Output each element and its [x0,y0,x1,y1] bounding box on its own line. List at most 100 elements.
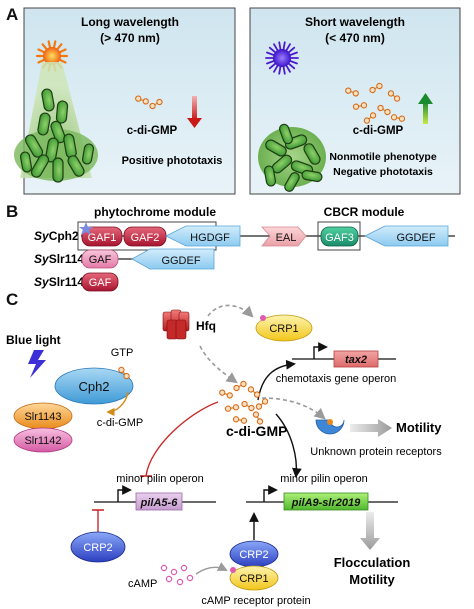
crp1-protein-top [255,314,313,342]
right-box-title: Short wavelength [305,15,405,29]
c-di-gmp-molecule-icon [149,98,163,110]
gaf1-label: GAF1 [88,232,117,244]
gtp-conversion-arrow [106,391,129,417]
c-di-gmp-molecule-icon [118,366,130,380]
hfq-to-crp1-arrow [207,304,254,318]
minor-pilin-left-label: minor pilin operon [116,473,203,485]
cph2-complex: Cph2 Slr1143 Slr1142 [13,367,134,453]
pila5-operon: pilA5-6 [94,485,216,511]
slr1142-protein [13,427,73,453]
c-di-gmp-to-receptor-arrow [261,397,326,420]
panel-a-right-box: Short wavelength (< 470 nm) c-di-GMP Non… [249,7,461,195]
decrease-arrow-icon [187,96,202,128]
c-di-gmp-molecule-icon [241,400,255,412]
left-caption: Positive phototaxis [122,155,223,167]
camp-dot-icon [260,315,266,321]
camp-dots-icon [160,564,194,586]
slr1143-label: Slr1143 [24,411,61,423]
crp1-top-label: CRP1 [269,323,298,335]
panel-a-left-box: Long wavelength (> 470 nm) c-di-GMP Posi… [14,7,236,195]
tax2-gene [333,350,379,368]
right-caption-line2: Negative phototaxis [333,166,433,178]
cph2-domain-row: SyCph2 GAF1 GAF2 HGDGF EAL GAF3 GGDEF [34,221,455,251]
slr1142-gaf-domain [81,272,119,292]
purple-sun-icon [265,41,299,75]
slr1143-ggdef-label: GGDEF [161,255,200,267]
c-di-gmp-center-label: c-di-GMP [226,423,287,439]
phytochrome-module-label: phytochrome module [94,205,216,219]
panel-a-letter: A [6,5,18,24]
slr1142-gaf-label: GAF [89,277,112,289]
outcome-line1: Flocculation [334,555,411,570]
cyanobacteria-cells-left [19,88,95,183]
gtp-molecule-icon [118,366,130,380]
c-di-gmp-molecules-left [135,95,163,110]
motility-arrow [350,419,392,437]
pila5-gene [135,492,183,511]
c-di-gmp-molecule-icon [219,389,233,399]
crp2-left-label: CRP2 [83,542,112,554]
c-di-gmp-molecule-icon [233,380,247,392]
eal-domain [261,226,307,247]
c-di-gmp-molecule-cluster [219,380,269,425]
cph2-protein [54,367,134,405]
c-di-gmp-molecule-icon [247,386,261,398]
motility-label: Motility [396,420,442,435]
ggdef-domain-cph2 [364,225,449,247]
chromophore-star-icon [79,222,93,235]
c-di-gmp-molecules-right [345,82,406,124]
c-di-gmp-molecule-icon [390,114,406,122]
gaf1-domain [81,226,123,247]
c-di-gmp-molecule-icon [255,398,269,410]
lightning-bolt-icon [28,350,46,378]
c-di-gmp-small-label: c-di-GMP [97,417,143,429]
slr1142-label: Slr1142 [24,435,61,447]
c-di-gmp-inhibits-pila5-line [145,401,219,477]
slr1142-domain-row: SySlr1142 GAF [34,272,119,292]
c-di-gmp-molecule-icon [377,104,391,116]
slr1143-gaf-domain [81,249,119,269]
slr1143-name: SySlr1143 [34,252,91,266]
c-di-gmp-molecule-icon [363,112,377,124]
cyanobacteria-cells-right [263,123,323,192]
c-di-gmp-molecule-icon [232,416,248,424]
chemotaxis-operon-label: chemotaxis gene operon [276,373,396,385]
c-di-gmp-molecule-icon [224,404,240,412]
crp1-complex-label: CRP1 [239,573,268,585]
c-di-gmp-molecule-icon [135,95,149,105]
blue-light-label: Blue light [6,333,61,347]
slr1143-ggdef-domain [131,248,215,270]
gaf2-domain [123,226,167,247]
hfq-protein-icon [162,309,190,340]
slr1143-gaf-label: GAF [89,254,112,266]
ggdef-label-cph2: GGDEF [396,232,435,244]
cph2-name: SyCph2 [34,229,79,243]
slr1143-domain-row: SySlr1143 GAF GGDEF [34,248,215,270]
hgdgf-domain [165,225,241,247]
camp-label: cAMP [128,578,157,590]
pila9-label: pilA9-slr2019 [291,497,361,509]
unknown-receptors-label: Unknown protein receptors [310,446,442,458]
left-box-title: Long wavelength [81,15,179,29]
hfq-label: Hfq [196,319,216,333]
panel-b-letter: B [6,202,18,221]
c-di-gmp-molecule-icon [252,411,264,425]
tax2-operon: tax2 [292,342,396,368]
camp-receptor-label: cAMP receptor protein [201,595,310,607]
gaf3-label: GAF3 [325,232,354,244]
crp2-protein-left [70,531,126,563]
c-di-gmp-molecule-icon [352,102,368,110]
flocculation-arrow [360,512,380,550]
c-di-gmp-molecule-icon [369,82,383,94]
left-c-di-gmp-label: c-di-GMP [127,125,178,137]
gtp-label: GTP [111,347,134,359]
eal-label: EAL [276,232,297,244]
pila5-label: pilA5-6 [140,497,179,509]
gaf2-label: GAF2 [131,232,160,244]
tax2-label: tax2 [345,354,367,366]
panel-c-letter: C [6,290,18,309]
right-box-subtitle: (< 470 nm) [325,31,385,45]
cbcr-module-label: CBCR module [324,205,405,219]
outcome-line2: Motility [349,572,395,587]
